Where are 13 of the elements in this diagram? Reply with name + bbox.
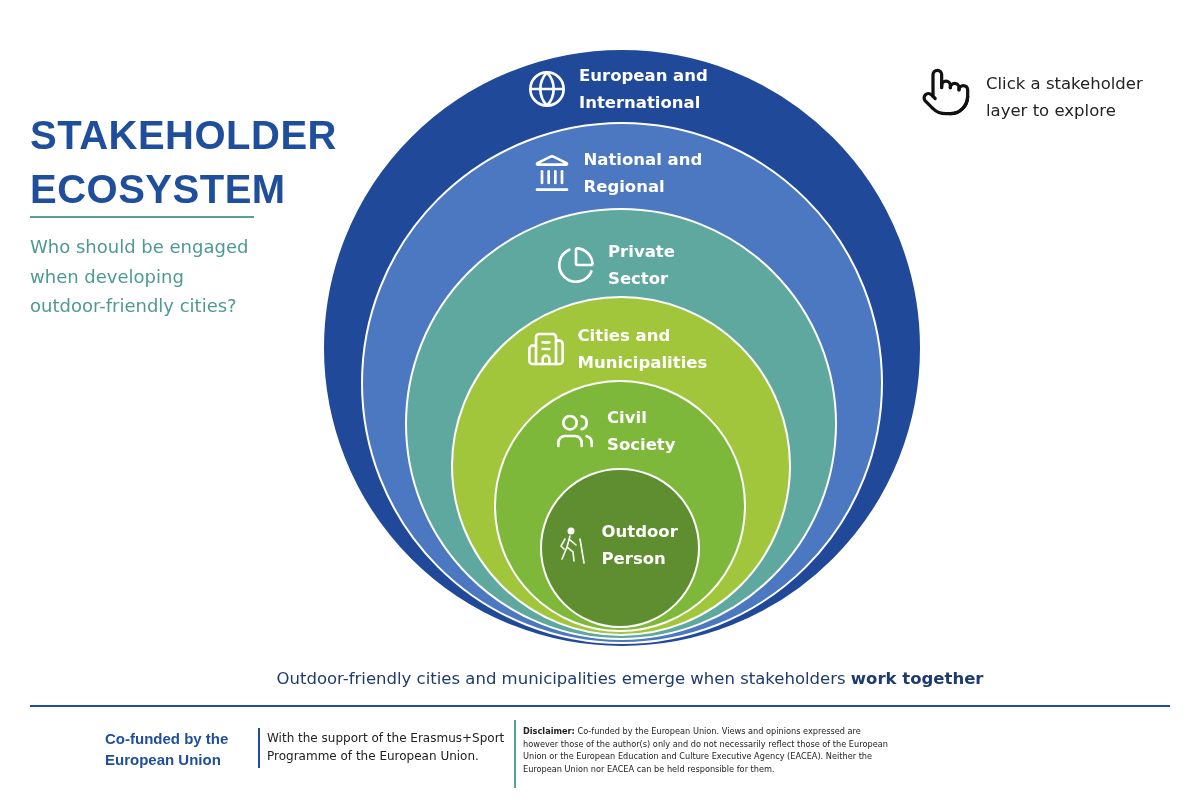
- instruction-text: Click a stakeholder layer to explore: [986, 73, 1144, 122]
- layer-label: National and Regional: [583, 149, 704, 198]
- title: STAKEHOLDER ECOSYSTEM: [30, 112, 338, 213]
- funding-text: Co-funded by the European Union: [105, 729, 230, 770]
- disclaimer-text: Disclaimer: Co-funded by the European Union. Views and opinions expressed are however those of the author(s) only and do not necessarily reflect those of the European Union or the European Education and Culture Executive Agency (EACEA). Neither the European Union nor EACEA can be held responsible for them.: [523, 725, 888, 775]
- layer-label: Private Sector: [608, 241, 676, 290]
- support-text: With the support of the Erasmus+Sport Programme of the European Union.: [267, 730, 506, 765]
- layer-label: Civil Society: [607, 407, 677, 456]
- layer-label: Cities and Municipalities: [577, 325, 709, 374]
- layer-label: European and International: [579, 65, 709, 114]
- caption: Outdoor-friendly cities and municipalities emerge when stakeholders work together: [275, 669, 985, 688]
- layer-label: Outdoor Person: [601, 521, 679, 570]
- question-text: Who should be engaged when developing outdoor-friendly cities?: [30, 235, 250, 318]
